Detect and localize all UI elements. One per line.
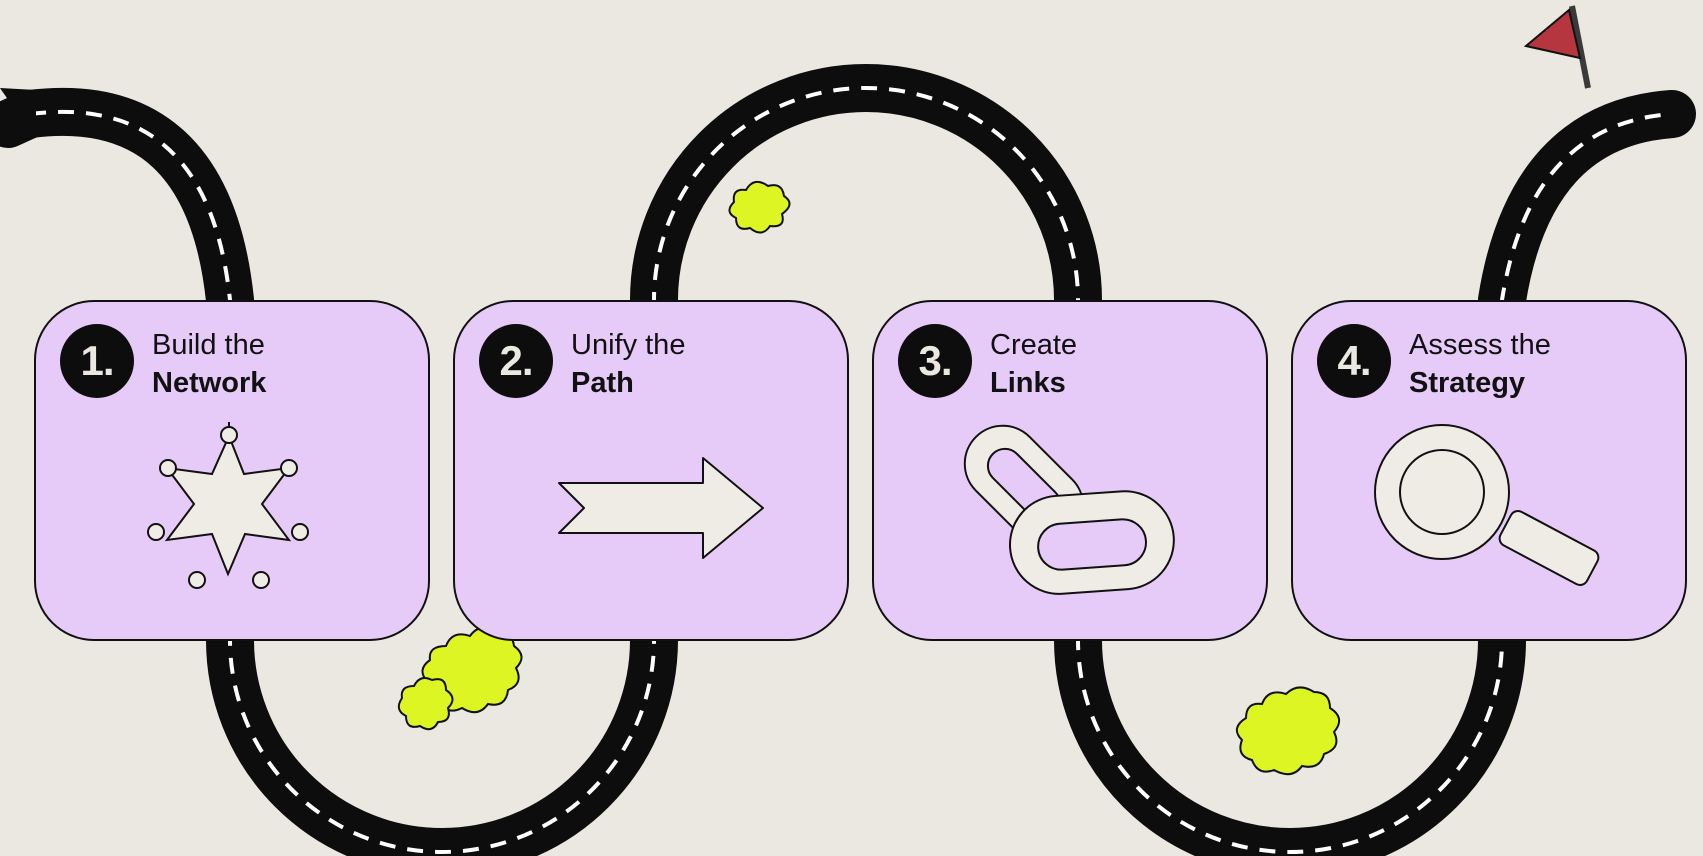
step-title-line2: Strategy [1409,367,1526,399]
step-title-line1: Build the [152,329,265,361]
network-star-icon [147,422,309,589]
step-card-2: 2. Unify the Path [453,300,849,641]
step-title: Unify the Path [571,326,685,402]
chain-link-icon [963,424,1175,595]
step-title-line1: Unify the [571,329,686,361]
finish-flag-icon [1523,5,1591,89]
magnifying-glass-icon [1374,424,1600,586]
bush-icon [397,626,523,731]
winding-road [0,64,1696,856]
step-title-line1: Create [990,329,1078,361]
bush-icon [1235,686,1341,776]
step-title-line1: Assess the [1409,329,1551,361]
arrow-right-icon [558,457,764,559]
road-start-notch [0,88,36,140]
step-number-badge: 4. [1317,324,1391,398]
step-number-badge: 2. [479,324,553,398]
step-title-line2: Links [990,367,1066,399]
step-title-line2: Path [571,367,634,399]
step-card-4: 4. Assess the Strategy [1291,300,1687,641]
step-title: Create Links [990,326,1077,402]
step-title: Build the Network [152,326,266,402]
step-card-1: 1. Build the Network [34,300,430,641]
step-number-badge: 1. [60,324,134,398]
step-title-line2: Network [152,367,267,399]
step-number-badge: 3. [898,324,972,398]
step-title: Assess the Strategy [1409,326,1551,402]
step-card-3: 3. Create Links [872,300,1268,641]
bush-icon [728,180,791,234]
